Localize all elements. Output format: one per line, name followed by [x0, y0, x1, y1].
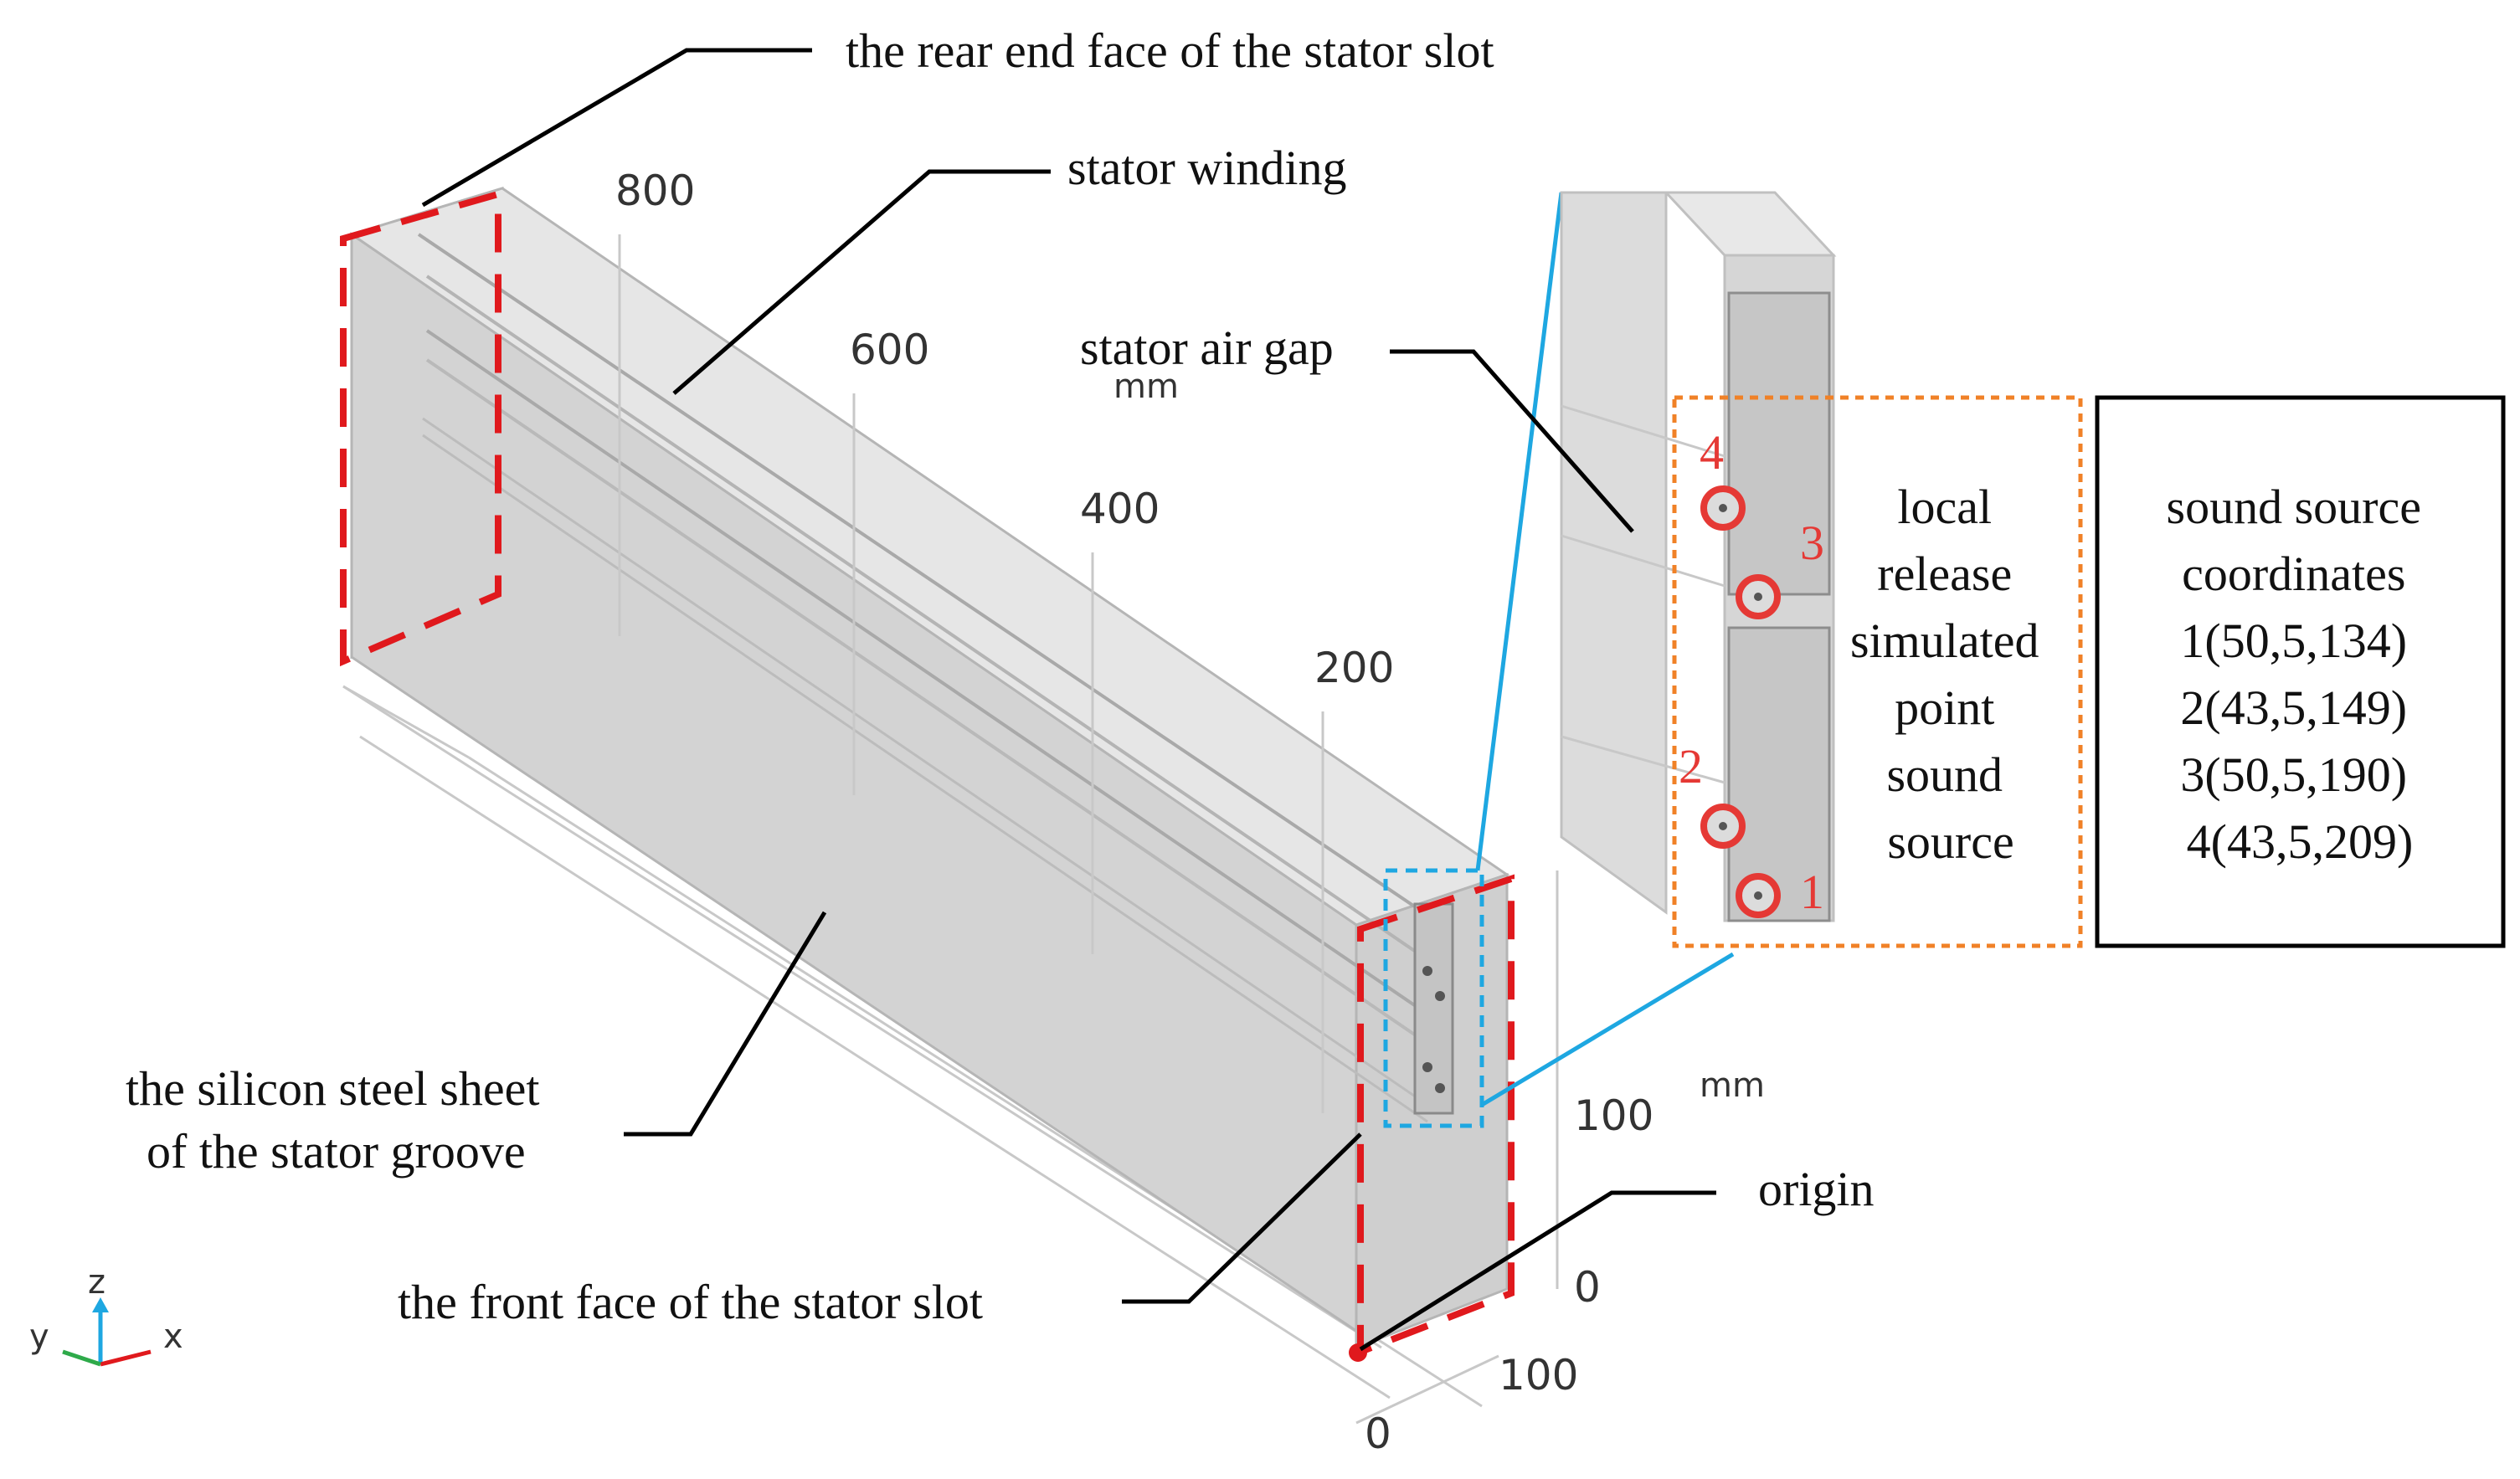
- rear-face-outline: [340, 189, 501, 667]
- local-release-line: point: [1895, 680, 1994, 735]
- local-release-line: simulated: [1850, 614, 2039, 668]
- label-origin: origin: [1758, 1162, 1875, 1216]
- point-number-4: 4: [1700, 425, 1724, 480]
- label-stator-winding: stator winding: [1067, 141, 1346, 195]
- coordinates-line: 2(43,5,149): [2180, 680, 2407, 735]
- local-release-line: sound: [1886, 747, 2003, 802]
- zoom-line-top: [1475, 192, 1564, 871]
- point-number-1: 1: [1800, 865, 1824, 919]
- leader-origin: [1359, 1190, 1716, 1352]
- height-tick-0: 0: [1574, 1263, 1601, 1312]
- leader-stator-winding: [672, 169, 1051, 395]
- label-silicon-steel-1: the silicon steel sheet: [126, 1061, 539, 1116]
- coordinates-line: 3(50,5,190): [2180, 747, 2407, 802]
- sound-source-center: [1754, 891, 1762, 900]
- width-tick-100: 100: [1499, 1351, 1578, 1399]
- inset-top-face: [1663, 191, 1837, 257]
- label-silicon-steel-2: of the stator groove: [147, 1124, 526, 1179]
- coordinates-line: sound source: [2167, 480, 2421, 534]
- zoom-source-box: [1383, 868, 1484, 1128]
- tick-800: 800: [615, 167, 695, 215]
- width-tick-0: 0: [1365, 1410, 1391, 1458]
- zoom-inset: [1560, 191, 1837, 922]
- tick-400: 400: [1080, 485, 1160, 533]
- leader-rear-face: [421, 48, 812, 208]
- local-release-box: [1672, 395, 2083, 948]
- triad-z-head: [92, 1297, 109, 1312]
- point-number-2: 2: [1679, 739, 1703, 793]
- label-front-face: the front face of the stator slot: [398, 1275, 983, 1329]
- coordinates-text: sound source coordinates 1(50,5,134) 2(4…: [2167, 480, 2434, 869]
- inset-edge: [1561, 735, 1725, 784]
- label-air-gap: stator air gap: [1080, 321, 1334, 375]
- front-face-outline: [1357, 874, 1515, 1357]
- front-point-marker: [1435, 991, 1445, 1001]
- local-release-line: local: [1897, 480, 1992, 534]
- leader-air-gap: [1390, 349, 1634, 533]
- coordinates-box: [2095, 395, 2506, 948]
- coordinates-line: 1(50,5,134): [2180, 614, 2407, 668]
- local-release-text: local release simulated point sound sour…: [1850, 480, 2051, 869]
- sound-source-center: [1719, 822, 1727, 830]
- triad-x-arrow: [100, 1349, 152, 1367]
- front-point-marker: [1435, 1083, 1445, 1093]
- sound-source-points: 4 3 2 1: [1679, 425, 1824, 919]
- inset-edge: [1561, 404, 1725, 458]
- triad-y-arrow: [62, 1349, 101, 1367]
- front-slot-detail: [1413, 902, 1454, 1115]
- front-point-marker: [1422, 1062, 1432, 1072]
- zoom-line-bottom: [1480, 952, 1735, 1107]
- local-release-line: release: [1877, 547, 2012, 601]
- stator-slot-model: [342, 186, 1559, 1425]
- triad-z-label: z: [88, 1263, 105, 1302]
- label-rear-face: the rear end face of the stator slot: [846, 23, 1494, 78]
- tick-600: 600: [850, 326, 929, 374]
- inset-slot-upper: [1727, 291, 1831, 596]
- coordinates-line: coordinates: [2182, 547, 2405, 601]
- stator-winding-bars: [417, 233, 1433, 1123]
- inset-edge: [1561, 534, 1725, 588]
- point-number-3: 3: [1800, 516, 1824, 570]
- inset-slot-lower: [1727, 626, 1831, 922]
- sound-source-center: [1754, 593, 1762, 601]
- leader-front-face: [1122, 1132, 1362, 1304]
- coordinates-line: 4(43,5,209): [2187, 814, 2414, 869]
- triad-x-label: x: [163, 1317, 183, 1356]
- axis-triad: y z x: [29, 1263, 183, 1367]
- length-unit: mm: [1113, 367, 1179, 406]
- triad-y-label: y: [29, 1317, 49, 1356]
- height-tick-100: 100: [1574, 1091, 1653, 1140]
- tick-200: 200: [1314, 644, 1394, 692]
- front-point-marker: [1422, 966, 1432, 976]
- sound-source-center: [1719, 504, 1727, 512]
- height-unit: mm: [1700, 1066, 1765, 1105]
- local-release-line: source: [1887, 814, 2013, 869]
- leader-silicon-steel: [624, 911, 827, 1137]
